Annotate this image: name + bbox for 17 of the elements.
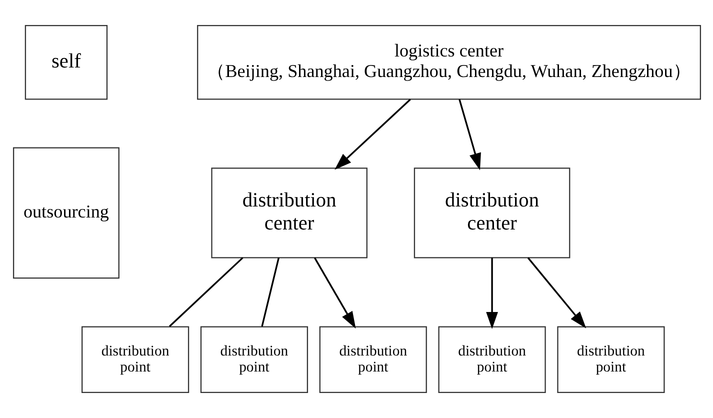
node-box: distribution point [438, 326, 546, 394]
node-box: distribution point [200, 326, 308, 394]
node-box: outsourcing [12, 147, 119, 279]
node-box: distribution point [81, 326, 189, 394]
node-box: distribution point [556, 326, 664, 394]
node-box: logistics center （Beijing, Shanghai, Guangzhou, Chengdu, Wuhan, Zhengzhou） [196, 24, 700, 100]
arrow [458, 99, 480, 170]
arrow [526, 257, 586, 328]
arrow [334, 98, 410, 170]
node-box: distribution point [318, 326, 426, 394]
node-box: distribution center [413, 168, 570, 258]
connector [260, 258, 280, 327]
node-box: self [24, 24, 108, 100]
arrow [486, 258, 498, 329]
arrow [313, 257, 356, 329]
connector [168, 257, 243, 328]
node-box: distribution center [210, 168, 367, 258]
